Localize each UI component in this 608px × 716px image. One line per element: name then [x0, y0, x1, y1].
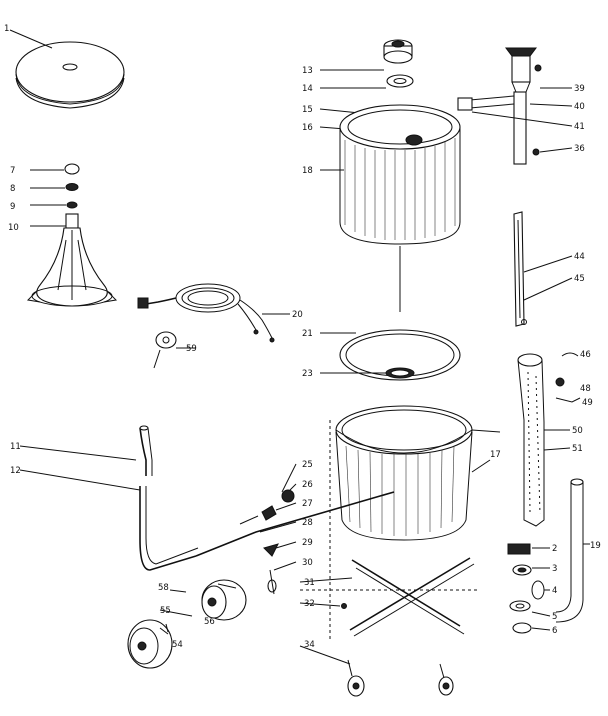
- label-44: 44: [574, 252, 585, 262]
- label-9: 9: [10, 202, 15, 212]
- label-12: 12: [10, 466, 21, 476]
- label-14: 14: [302, 84, 313, 94]
- label-25: 25: [302, 460, 313, 470]
- label-26: 26: [302, 480, 313, 490]
- outer-tub: [300, 405, 501, 640]
- lever-hose: [19, 425, 199, 571]
- link-rod-group: [195, 463, 395, 595]
- label-6: 6: [552, 626, 557, 636]
- label-15: 15: [302, 105, 313, 115]
- label-51: 51: [572, 444, 583, 454]
- label-17: 17: [490, 450, 501, 460]
- label-36: 36: [574, 144, 585, 154]
- label-39: 39: [574, 84, 585, 94]
- label-11: 11: [10, 442, 21, 452]
- label-3: 3: [552, 564, 557, 574]
- label-21: 21: [302, 329, 313, 339]
- label-13: 13: [302, 66, 313, 76]
- label-46: 46: [580, 350, 591, 360]
- label-2: 2: [552, 544, 557, 554]
- label-34: 34: [304, 640, 315, 650]
- label-50: 50: [572, 426, 583, 436]
- callout-labels: 1 7 8 9 10 11 12 13 14 15 16 17 18 19 20…: [4, 24, 601, 650]
- label-8: 8: [10, 184, 15, 194]
- label-41: 41: [574, 122, 585, 132]
- label-45: 45: [574, 274, 585, 284]
- label-30: 30: [302, 558, 313, 568]
- label-48: 48: [580, 384, 591, 394]
- spin-tub: [320, 104, 461, 312]
- lid-disc: [9, 29, 125, 109]
- label-40: 40: [574, 102, 585, 112]
- label-27: 27: [302, 499, 313, 509]
- power-cord: [137, 283, 290, 369]
- label-5: 5: [552, 612, 557, 622]
- label-7: 7: [10, 166, 15, 176]
- bracket-strip: [513, 211, 573, 327]
- label-55: 55: [160, 606, 171, 616]
- label-20: 20: [292, 310, 303, 320]
- tub-ring-cover: [320, 329, 461, 381]
- agitator-assembly: [26, 163, 118, 307]
- label-1: 1: [4, 24, 9, 34]
- label-59: 59: [186, 344, 197, 354]
- label-19: 19: [590, 541, 601, 551]
- label-10: 10: [8, 223, 19, 233]
- pump-hose-group: [507, 478, 590, 634]
- label-49: 49: [582, 398, 593, 408]
- label-32: 32: [304, 599, 315, 609]
- label-18: 18: [302, 166, 313, 176]
- label-54: 54: [172, 640, 183, 650]
- label-4: 4: [552, 586, 557, 596]
- label-23: 23: [302, 369, 313, 379]
- casters: [299, 645, 454, 697]
- label-16: 16: [302, 123, 313, 133]
- label-58: 58: [158, 583, 169, 593]
- label-56: 56: [204, 617, 215, 627]
- label-29: 29: [302, 538, 313, 548]
- label-28: 28: [302, 518, 313, 528]
- drain-hose-group: [517, 352, 581, 527]
- motor-pulley: [127, 579, 247, 669]
- label-31: 31: [304, 578, 315, 588]
- cross-brace: [299, 557, 475, 637]
- valve-assembly: [457, 47, 573, 165]
